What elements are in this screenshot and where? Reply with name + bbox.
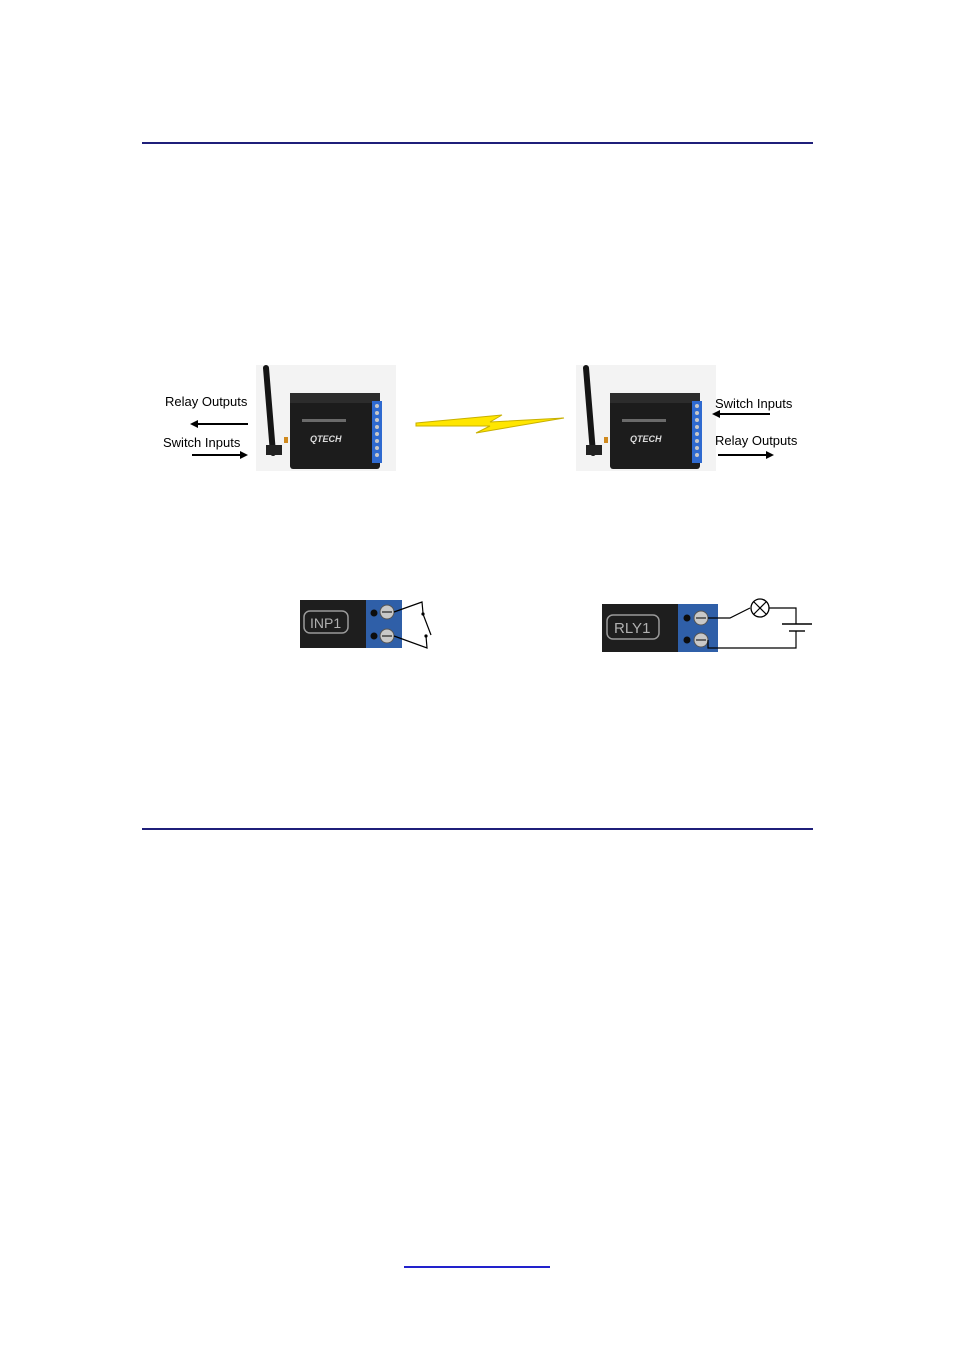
lower-section-rule bbox=[142, 828, 813, 830]
right-brand-text: QTECH bbox=[630, 434, 662, 444]
input-terminal-label: INP1 bbox=[310, 615, 341, 631]
left-relay-outputs-label: Relay Outputs bbox=[165, 394, 247, 409]
lightning-bolt-icon bbox=[414, 413, 566, 435]
footer-link-underline[interactable] bbox=[404, 1266, 550, 1268]
input-terminal-diagram: INP1 bbox=[300, 598, 440, 660]
left-arrow-in-icon bbox=[190, 449, 250, 461]
right-arrow-out-icon bbox=[716, 449, 776, 461]
left-wireless-module: QTECH bbox=[256, 365, 396, 471]
right-relay-outputs-label: Relay Outputs bbox=[715, 433, 797, 448]
left-arrow-out-icon bbox=[190, 418, 250, 430]
top-section-rule bbox=[142, 142, 813, 144]
right-arrow-in-icon bbox=[712, 408, 772, 420]
right-wireless-module: QTECH bbox=[576, 365, 716, 471]
relay-terminal-label: RLY1 bbox=[614, 620, 650, 637]
left-brand-text: QTECH bbox=[310, 434, 342, 444]
left-switch-inputs-label: Switch Inputs bbox=[163, 435, 240, 450]
relay-terminal-diagram: RLY1 bbox=[602, 596, 820, 660]
